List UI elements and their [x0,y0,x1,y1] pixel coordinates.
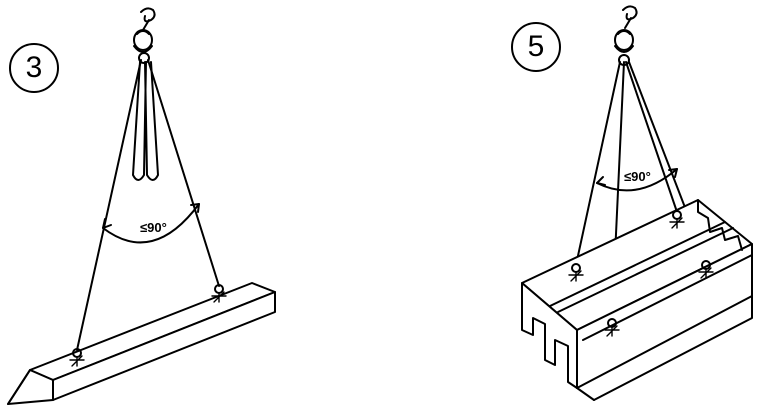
lifting-eye-3 [669,210,685,229]
lifting-eye-left [69,348,85,367]
angle-arc [102,203,200,244]
lifting-eye-right [211,284,227,303]
sling-leg-3 [625,61,678,213]
sling-leg-right [147,59,220,287]
angle-arrow-left [102,218,112,229]
concrete-slab-block [521,199,753,401]
angle-arrow-left [596,176,606,186]
figure-5-panel: 5 ≤90° [380,0,759,408]
angle-label: ≤90° [624,169,651,184]
figure-number-label: 3 [25,51,43,84]
sling-leg-1 [575,61,621,266]
crane-hook-icon [614,5,638,66]
pile-beam [7,282,276,405]
lifting-eye-4 [698,260,714,279]
figure-3-drawing: ≤90° [7,7,276,405]
figure-3-panel: 3 ≤90° [7,7,276,405]
figure-number-5: 5 [511,22,561,72]
figure-number-3: 3 [9,43,59,93]
crane-hook-icon [133,7,156,64]
sling-leg-left [76,59,142,351]
lifting-eye-1 [568,263,584,282]
figure-5-drawing: ≤90° [521,5,753,401]
angle-arc [596,168,678,192]
angle-arrow-right [668,168,678,178]
figure-number-label: 5 [527,30,545,63]
angle-arrow-right [190,203,200,213]
lifting-eye-2 [604,318,620,337]
spare-sling-loop [132,61,159,181]
angle-label: ≤90° [140,220,167,235]
